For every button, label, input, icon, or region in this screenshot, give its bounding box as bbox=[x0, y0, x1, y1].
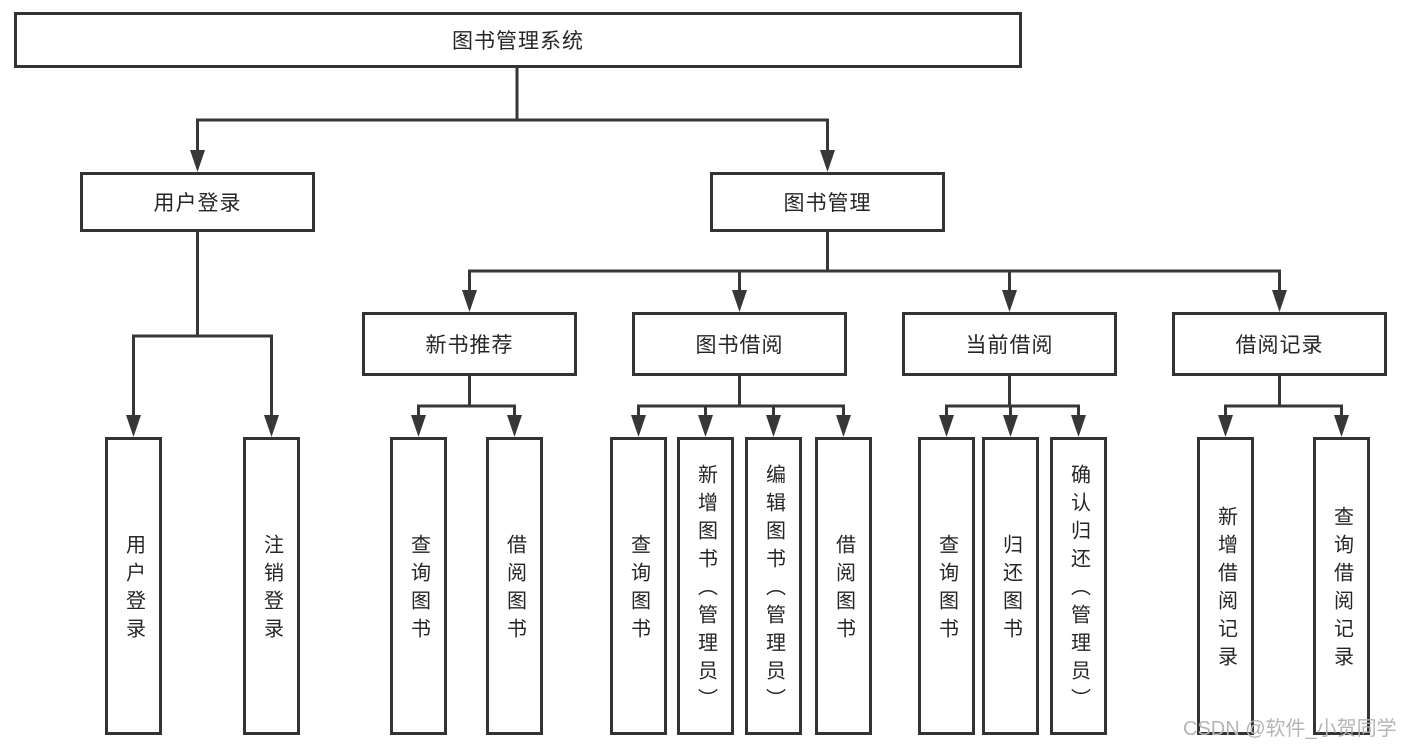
leaf-current-query-books: 查询图书 bbox=[918, 437, 975, 735]
leaf-records-add-borrow-record: 新增借阅记录 bbox=[1197, 437, 1254, 735]
node-library-system-label: 图书管理系统 bbox=[452, 30, 584, 53]
node-current-borrowing-label: 当前借阅 bbox=[965, 334, 1054, 357]
leaf-logout: 注销登录 bbox=[243, 437, 300, 735]
leaf-current-confirm-return-admin: 确认归还（管理员） bbox=[1050, 437, 1107, 735]
node-book-borrowing: 图书借阅 bbox=[632, 312, 847, 376]
leaf-borrow-edit-books-admin: 编辑图书（管理员） bbox=[745, 437, 802, 735]
node-user-login: 用户登录 bbox=[80, 172, 315, 232]
node-book-management: 图书管理 bbox=[710, 172, 945, 232]
leaf-user-login: 用户登录 bbox=[105, 437, 162, 735]
csdn-watermark: CSDN @软件_小贺同学 bbox=[1183, 718, 1397, 740]
node-book-management-label: 图书管理 bbox=[783, 192, 872, 215]
node-book-borrowing-label: 图书借阅 bbox=[695, 334, 784, 357]
node-user-login-label: 用户登录 bbox=[153, 192, 242, 215]
node-borrowing-records: 借阅记录 bbox=[1172, 312, 1387, 376]
leaf-current-return-books: 归还图书 bbox=[982, 437, 1039, 735]
leaf-borrow-query-books: 查询图书 bbox=[610, 437, 667, 735]
leaf-records-query-borrow-record: 查询借阅记录 bbox=[1313, 437, 1370, 735]
node-library-system: 图书管理系统 bbox=[14, 12, 1022, 68]
leaf-rec-borrow-books: 借阅图书 bbox=[486, 437, 543, 735]
leaf-rec-query-books: 查询图书 bbox=[390, 437, 447, 735]
node-current-borrowing: 当前借阅 bbox=[902, 312, 1117, 376]
node-new-book-recommendation-label: 新书推荐 bbox=[425, 334, 514, 357]
leaf-borrow-add-books-admin: 新增图书（管理员） bbox=[677, 437, 734, 735]
node-borrowing-records-label: 借阅记录 bbox=[1235, 334, 1324, 357]
leaf-borrow-borrow-books: 借阅图书 bbox=[815, 437, 872, 735]
node-new-book-recommendation: 新书推荐 bbox=[362, 312, 577, 376]
